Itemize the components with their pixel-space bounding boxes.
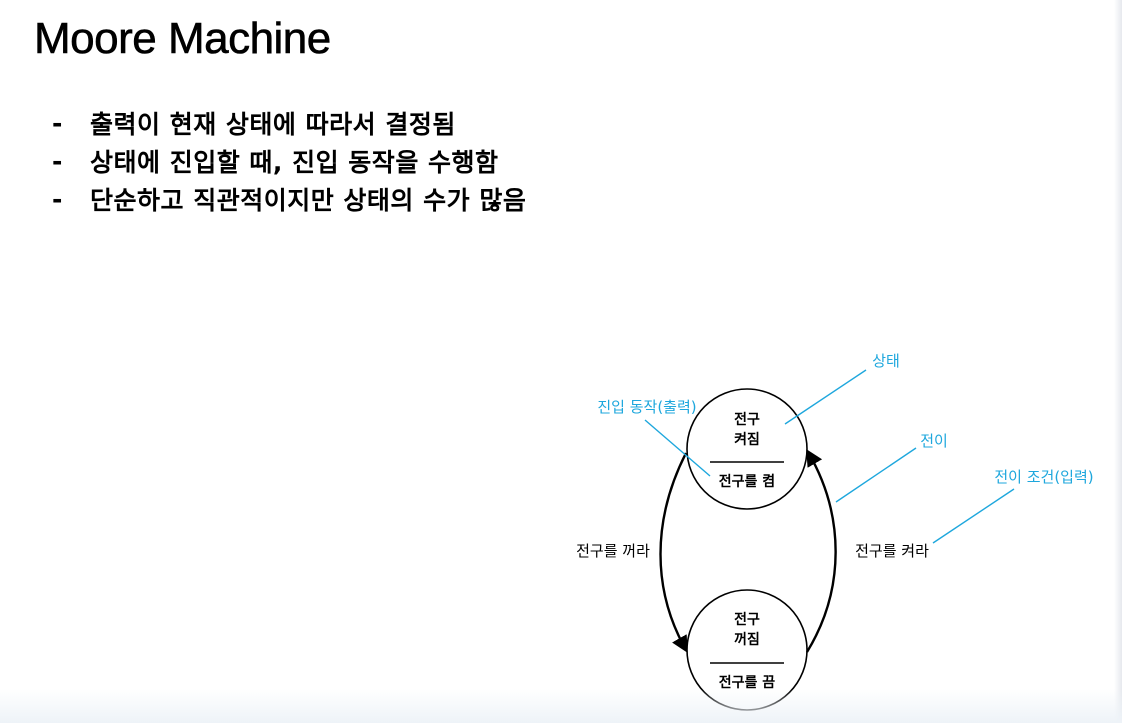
bullet-marker: - [52, 146, 63, 176]
state-entry-action: 전구를 끔 [719, 674, 776, 691]
state-node-off: 전구 꺼짐 전구를 끔 [686, 589, 808, 711]
bullet-text: 상태에 진입할 때, 진입 동작을 수행함 [90, 148, 499, 177]
annotation-state: 상태 [872, 352, 900, 370]
annotation-transition: 전이 [920, 432, 948, 450]
state-name-line1: 전구 [734, 411, 760, 428]
annotation-entry-action: 진입 동작(출력) [597, 398, 696, 416]
transition-label-on: 전구를 켜라 [855, 542, 929, 560]
annotation-leader-state [784, 369, 867, 425]
annotation-leader-transition-condition [932, 488, 1015, 544]
bullet-item: - 단순하고 직관적이지만 상태의 수가 많음 [52, 180, 526, 218]
annotation-transition-condition: 전이 조건(입력) [994, 468, 1093, 486]
state-name-line2: 켜짐 [734, 431, 760, 448]
state-entry-action: 전구를 켬 [719, 473, 775, 490]
transition-arrow-off [659, 452, 688, 653]
state-circle [686, 388, 808, 510]
bullet-text: 출력이 현재 상태에 따라서 결정됨 [90, 110, 456, 139]
bullet-marker: - [52, 184, 63, 214]
bullet-text: 단순하고 직관적이지만 상태의 수가 많음 [90, 186, 527, 215]
bullet-item: - 상태에 진입할 때, 진입 동작을 수행함 [52, 142, 526, 180]
right-edge-shadow [1114, 0, 1122, 723]
transition-label-off: 전구를 꺼라 [576, 542, 650, 560]
state-name-line1: 전구 [734, 611, 760, 628]
bullet-marker: - [52, 108, 63, 138]
bullet-item: - 출력이 현재 상태에 따라서 결정됨 [52, 104, 526, 142]
transition-arrow-on [805, 449, 837, 653]
slide-title: Moore Machine [34, 14, 332, 64]
annotation-leader-entry-action [644, 419, 711, 477]
bullet-list: - 출력이 현재 상태에 따라서 결정됨 - 상태에 진입할 때, 진입 동작을… [52, 104, 526, 218]
state-node-on: 전구 켜짐 전구를 켬 [686, 388, 808, 510]
annotation-leader-transition [835, 447, 917, 503]
state-name-line2: 꺼짐 [734, 631, 760, 648]
bottom-fade [0, 689, 1122, 723]
